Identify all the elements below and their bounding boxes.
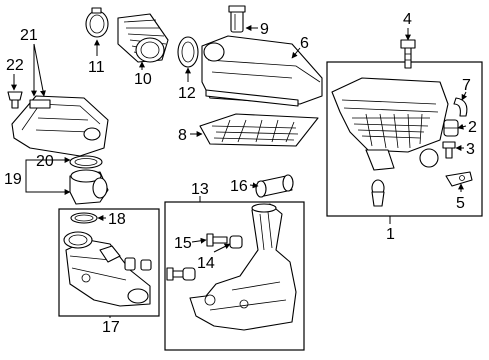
seal-part-20 [69,155,103,169]
grommet-part-17a [124,257,152,271]
hose-clamp-part-12 [177,36,199,68]
callout-17: 17 [102,319,120,336]
elbow-part-19 [69,169,109,205]
intake-tube-part-17 [63,231,151,307]
grommet-part-2 [443,119,459,137]
callout-9: 9 [260,21,269,38]
callout-20: 20 [36,153,54,170]
sensor-part-9 [228,5,246,33]
air-filter-part-8 [199,113,319,147]
grommet-part-14 [182,235,243,281]
assembly-13-frame [164,201,305,351]
callout-6: 6 [300,35,309,52]
hose-part-16 [255,174,294,198]
callout-13: 13 [191,181,209,198]
clip-part-5 [445,171,473,187]
callout-7: 7 [462,77,471,94]
bolt-part-3 [442,141,456,159]
air-cleaner-case-part-1 [331,77,449,207]
callout-22: 22 [6,57,24,74]
callout-12: 12 [178,85,196,102]
hose-clamp-part-11 [85,7,109,38]
callout-14: 14 [197,255,215,272]
intake-duct-part-10 [117,13,169,63]
air-duct-part-13 [189,203,297,331]
bolt-part-15 [166,233,228,281]
bracket-part-7 [453,97,468,117]
callout-16: 16 [230,178,248,195]
callout-8: 8 [178,127,187,144]
callout-4: 4 [403,11,412,28]
clip-part-22 [7,91,23,109]
callout-21: 21 [20,27,38,44]
seal-part-18 [70,212,98,224]
assembly-17-frame [58,208,160,317]
callout-10: 10 [134,71,152,88]
callout-11: 11 [88,59,105,76]
callout-2: 2 [468,119,477,136]
callout-3: 3 [466,141,475,158]
resonator-part-21 [11,95,109,157]
leader-lines [11,25,468,318]
callout-5: 5 [456,195,465,212]
callout-18: 18 [108,211,126,228]
callout-19: 19 [4,171,22,188]
bolt-part-4 [400,39,416,69]
callout-15: 15 [174,235,192,252]
callout-1: 1 [386,226,395,243]
